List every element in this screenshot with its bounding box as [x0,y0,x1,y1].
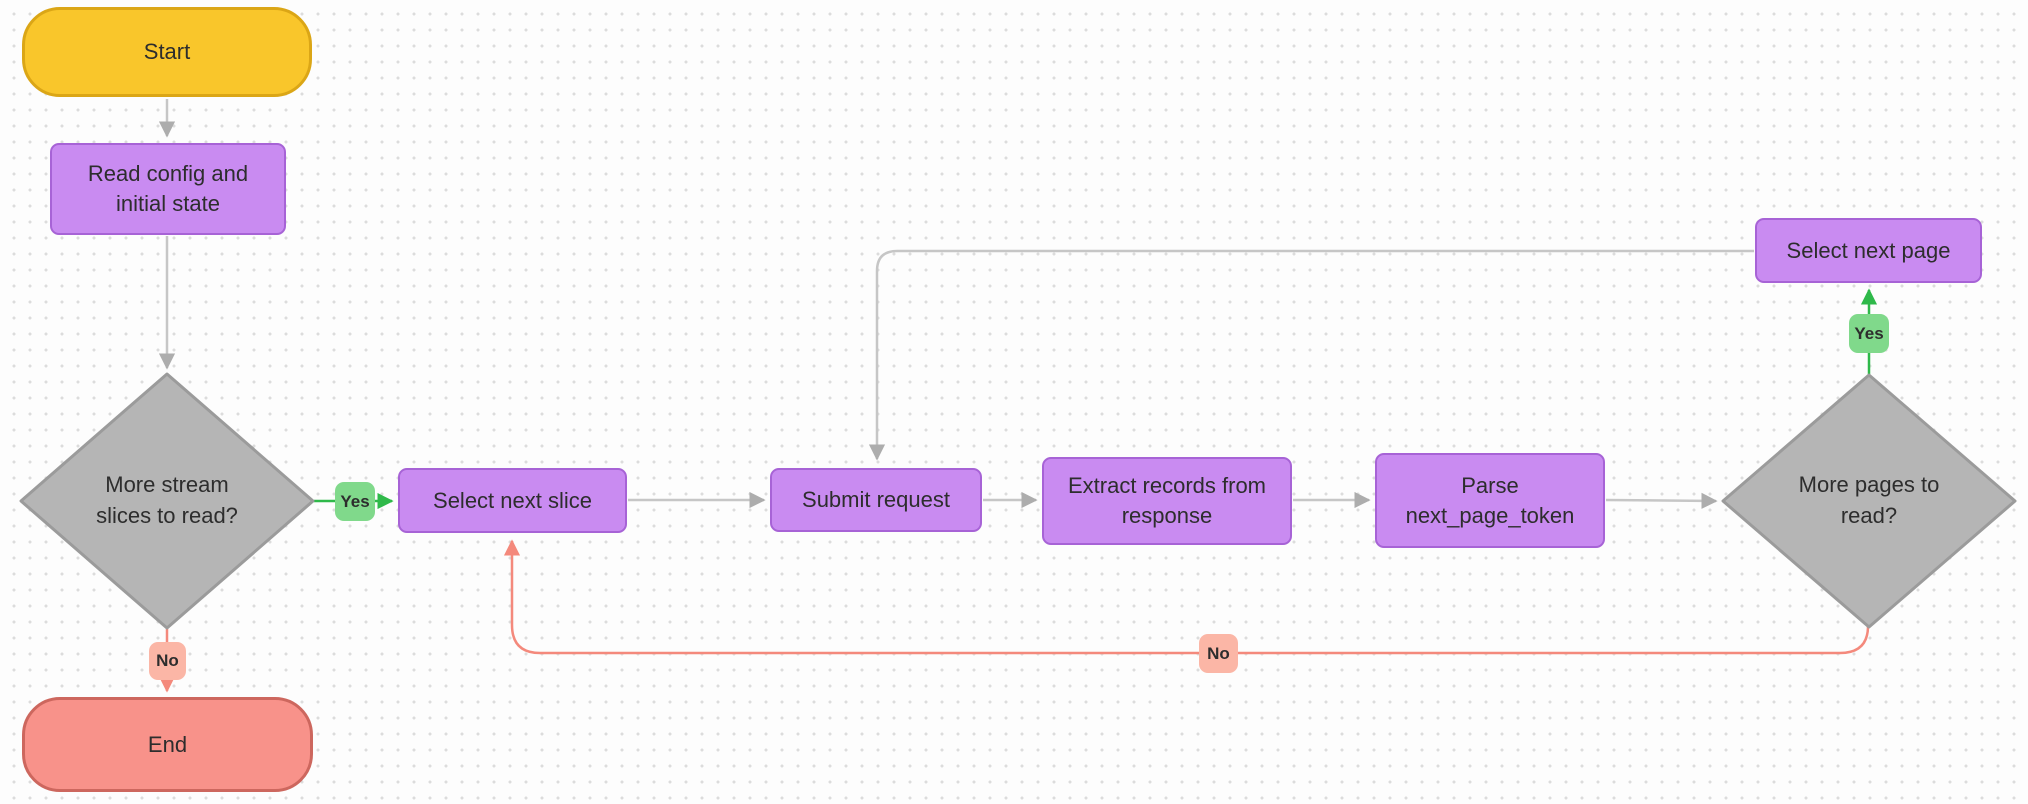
node-select-page[interactable]: Select next page [1755,218,1982,283]
edge-parsetoken-to-morepages [1605,492,1718,509]
node-end[interactable]: End [22,697,313,792]
node-read-config[interactable]: Read config and initial state [50,143,286,235]
edge-label-yes-slices[interactable]: Yes [335,482,375,521]
node-extract-records[interactable]: Extract records from response [1042,457,1292,545]
node-select-page-label: Select next page [1786,237,1951,263]
edge-selectpage-to-submitrequest [868,249,1754,461]
node-submit-request[interactable]: Submit request [770,468,982,532]
edge-label-no-pages[interactable]: No [1199,634,1238,673]
node-end-label: End [147,731,188,757]
node-submit-request-label: Submit request [802,487,950,513]
node-extract-records-label: Extract records from response [1067,473,1267,528]
node-select-slice[interactable]: Select next slice [398,468,627,533]
node-start[interactable]: Start [22,7,312,97]
edge-label-yes-pages[interactable]: Yes [1849,314,1889,353]
node-parse-token-label: Parse next_page_token [1405,472,1575,528]
node-parse-token[interactable]: Parse next_page_token [1375,453,1605,548]
node-more-slices-shape[interactable] [19,372,315,630]
edge-morepages-no-to-selectslice [503,539,1870,655]
node-select-slice-label: Select next slice [433,487,592,513]
node-start-label: Start [143,39,191,65]
node-read-config-label: Read config and initial state [87,161,249,216]
node-more-pages-shape[interactable] [1721,373,2017,629]
edge-label-no-slices[interactable]: No [149,642,186,680]
